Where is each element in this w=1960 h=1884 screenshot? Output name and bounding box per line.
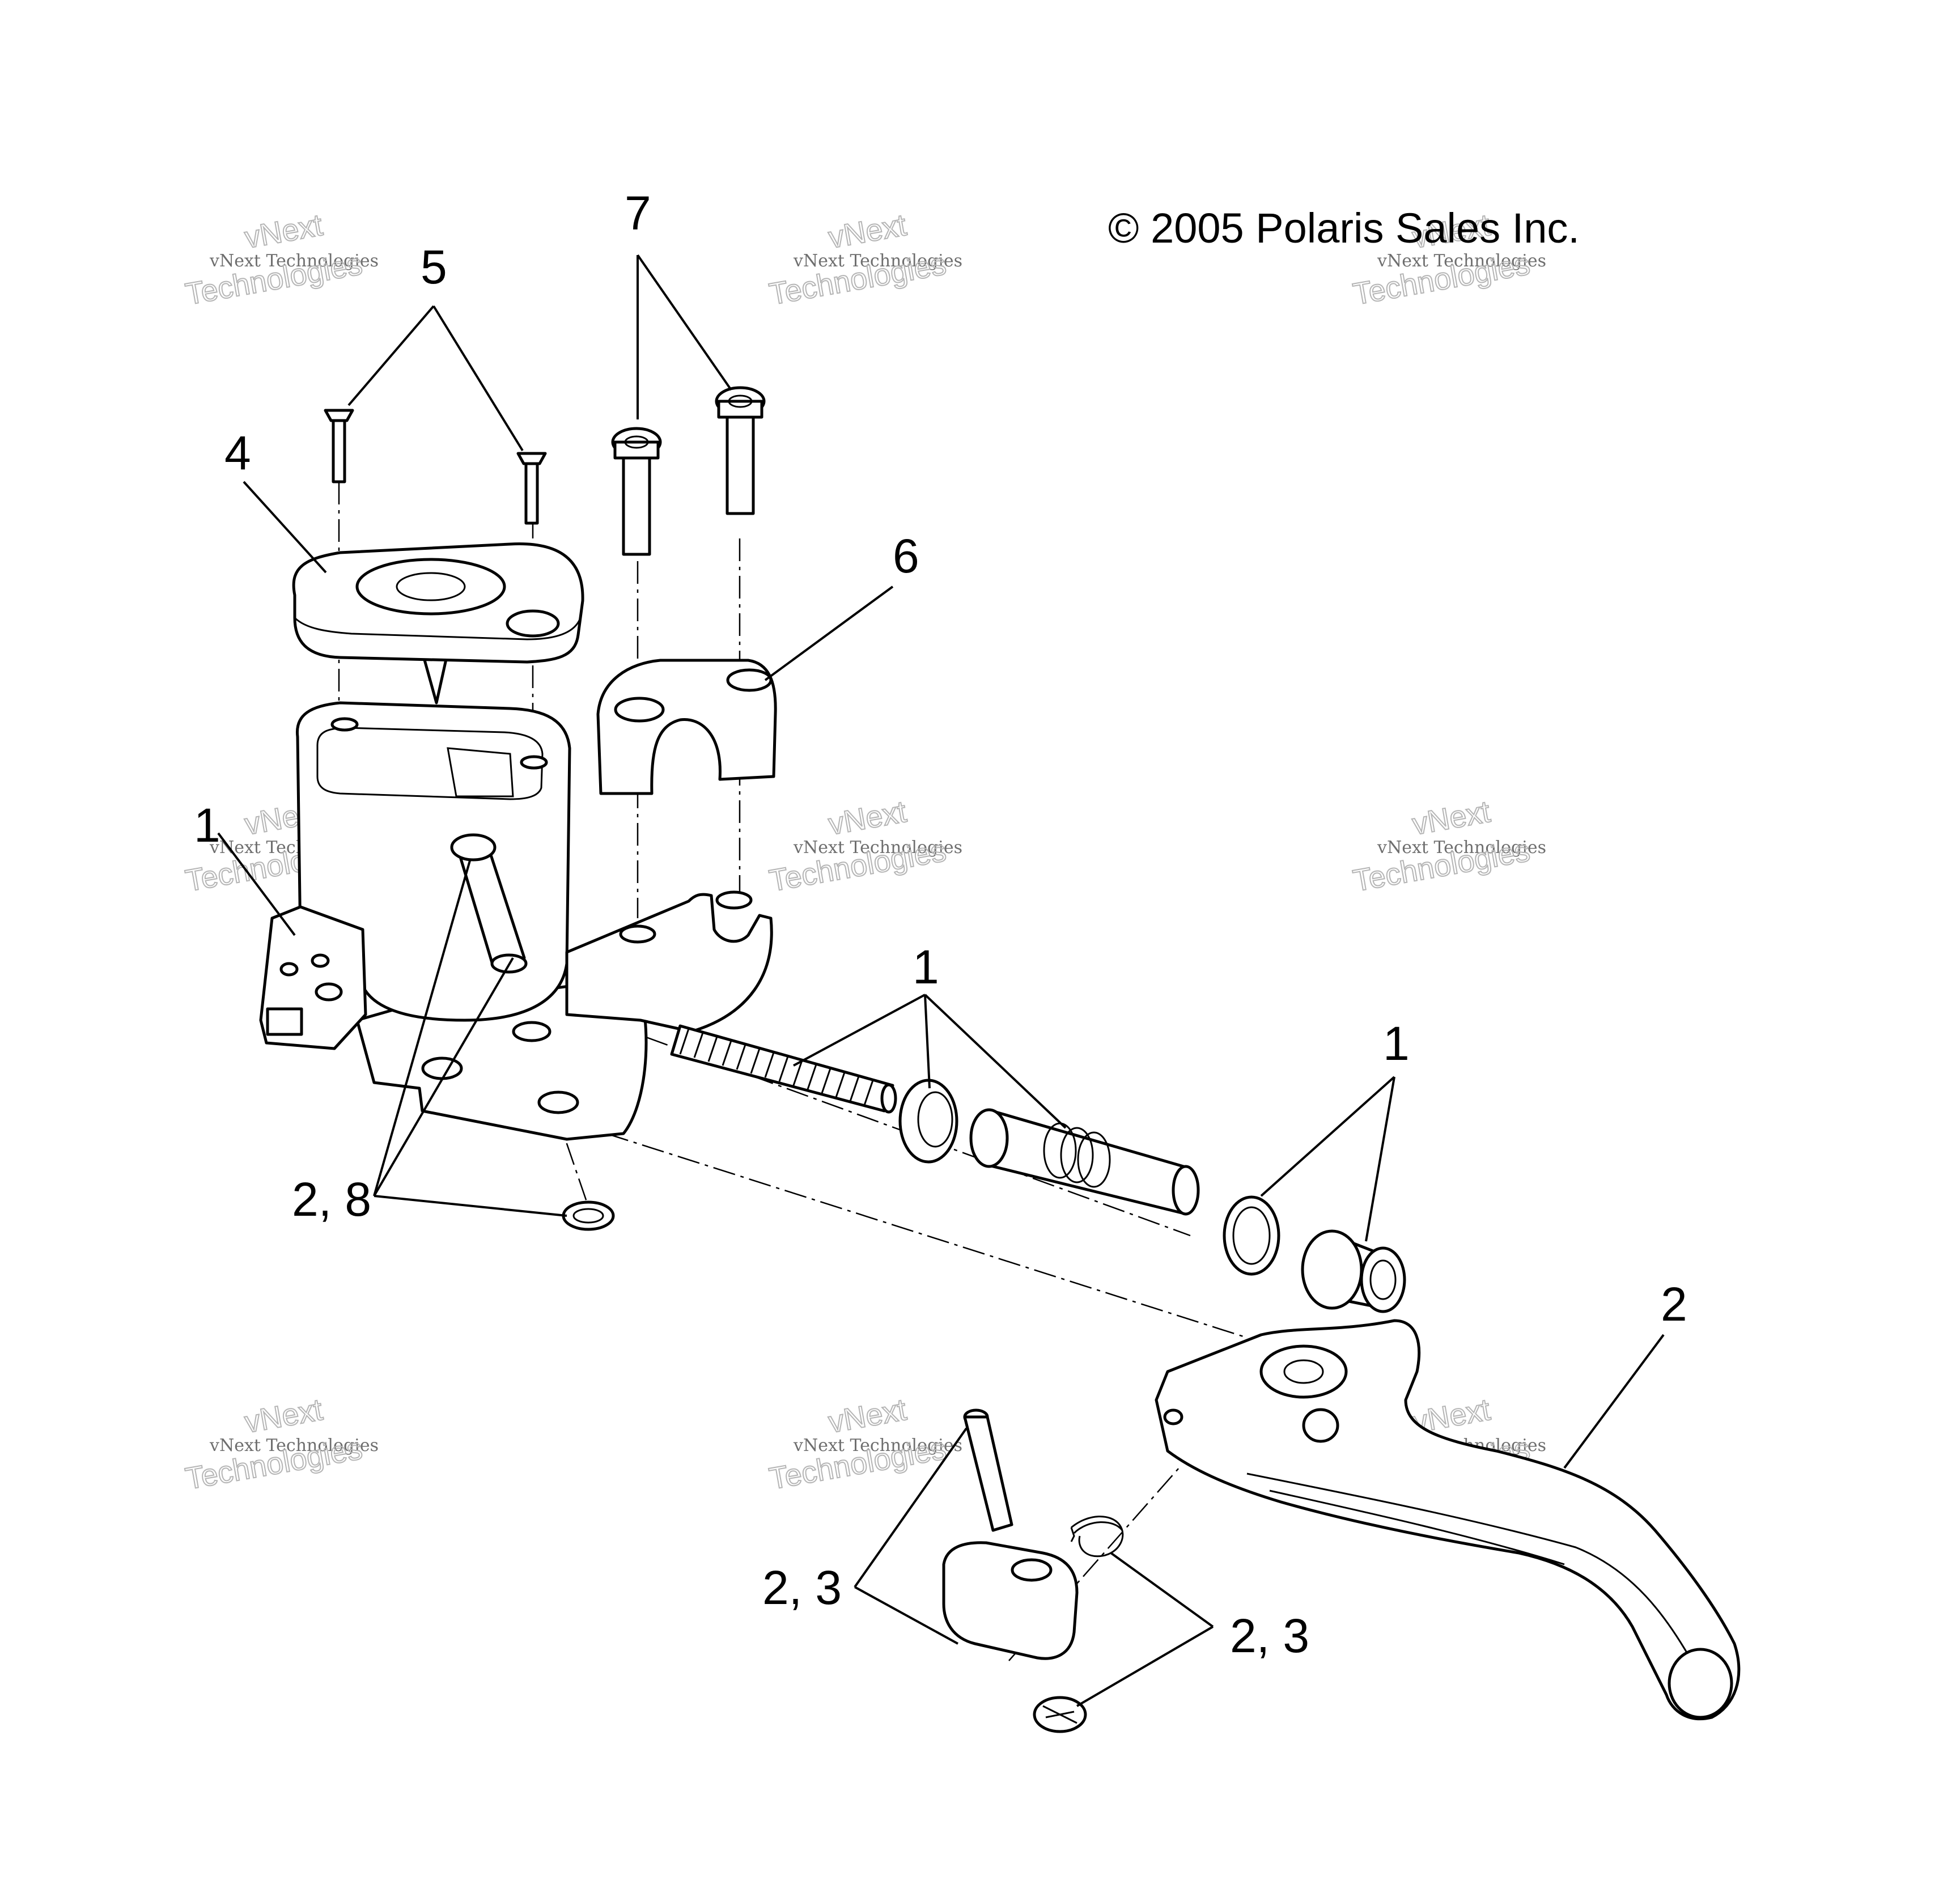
watermark: vNext Technologies vNext Technologies	[766, 1392, 962, 1497]
callout-2-8: 2, 8	[292, 1173, 371, 1226]
callout-2-3-pin: 2, 3	[762, 1561, 842, 1614]
piston-cup-seal	[898, 1079, 958, 1164]
cap-screw-right	[516, 452, 547, 525]
return-spring	[670, 1024, 897, 1114]
copyright-text: © 2005 Polaris Sales Inc.	[1108, 205, 1580, 252]
clamp-bolt-left	[611, 427, 662, 556]
piston-washer	[1223, 1195, 1280, 1276]
callout-labels: 7 5 4 6 1 1 1 2, 8 2 2, 3 2, 3	[194, 186, 1687, 1662]
pivot-pin	[963, 1408, 1013, 1532]
reservoir-cap	[292, 542, 584, 705]
watermark-large-line1: vNext	[242, 1393, 325, 1440]
dust-boot	[1301, 1229, 1406, 1313]
callout-2-3-spring: 2, 3	[1230, 1609, 1309, 1662]
watermark-large-line1: vNext	[826, 795, 909, 842]
brake-lever	[1155, 1319, 1741, 1721]
watermark: vNext Technologies vNext Technologies	[1350, 794, 1546, 899]
watermark-small-text: vNext Technologies	[209, 1436, 379, 1456]
watermark: vNext Technologies vNext Technologies	[766, 794, 962, 899]
callout-1-piston: 1	[913, 940, 939, 994]
callout-1-boot: 1	[1383, 1017, 1410, 1070]
cap-screw-left	[324, 409, 354, 483]
torsion-spring	[1070, 1516, 1124, 1558]
watermark-small-text: vNext Technologies	[793, 1436, 962, 1456]
watermark-large-line1: vNext	[1410, 795, 1492, 842]
e-clip	[1033, 1696, 1087, 1733]
callout-2-lever: 2	[1661, 1278, 1687, 1331]
watermark-small-text: vNext Technologies	[793, 251, 962, 271]
piston	[969, 1108, 1200, 1216]
callout-6: 6	[893, 529, 919, 583]
clamp-bolt-right	[715, 386, 766, 515]
handlebar-clamp	[596, 659, 777, 795]
callout-7: 7	[625, 186, 651, 240]
callout-1-body: 1	[194, 799, 220, 852]
leader-lines	[217, 254, 1665, 1707]
watermark-small-text: vNext Technologies	[1377, 251, 1546, 271]
watermark-small-text: vNext Technologies	[1377, 838, 1546, 858]
watermark: vNext Technologies vNext Technologies	[183, 1392, 379, 1497]
watermark: vNext Technologies vNext Technologies	[766, 207, 962, 312]
watermark-small-text: vNext Technologies	[209, 251, 379, 271]
callout-4: 4	[224, 426, 251, 480]
watermark-large-line1: vNext	[242, 208, 325, 255]
watermark-large-line1: vNext	[826, 1393, 909, 1440]
callout-5: 5	[421, 240, 447, 294]
master-cylinder-body	[259, 701, 773, 1141]
watermark: vNext Technologies vNext Technologies	[183, 207, 379, 312]
retaining-ring	[562, 1200, 615, 1231]
adjuster-block	[942, 1541, 1079, 1660]
watermark-large-line1: vNext	[826, 208, 909, 255]
watermark-small-text: vNext Technologies	[793, 838, 962, 858]
